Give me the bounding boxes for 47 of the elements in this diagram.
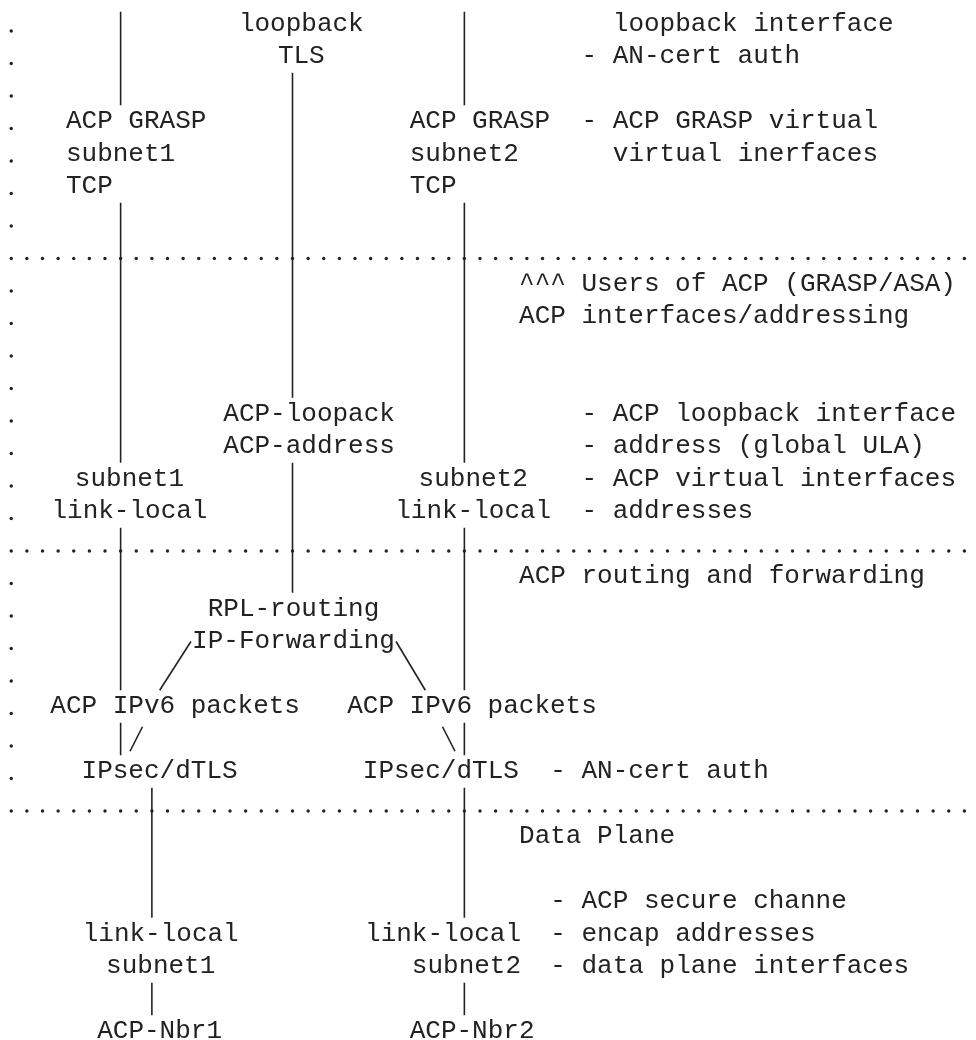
connector-line	[463, 201, 466, 464]
annotation-text: loopback interface	[612, 7, 894, 41]
annotation-text: - ACP secure channe	[550, 885, 847, 918]
node-text: ACP IPv6 packets	[347, 690, 600, 723]
annotation-text: ACP interfaces/addressing	[519, 300, 910, 333]
connector-line	[463, 10, 466, 107]
node-text: ACP IPv6 packets	[50, 690, 303, 723]
connector-line	[151, 981, 153, 1017]
connector-line	[463, 526, 466, 692]
connector-line	[463, 786, 466, 919]
annotation-text: ^^^ Users of ACP (GRASP/ASA)	[519, 267, 956, 301]
node-text: link-local subnet1	[81, 917, 240, 983]
annotation-text: - ACP GRASP virtual	[581, 105, 878, 138]
annotation-text: ACP routing and forwarding	[519, 560, 925, 593]
connector-line	[291, 461, 294, 594]
connector-line	[119, 526, 122, 692]
connector-line	[463, 981, 466, 1017]
connector-line	[291, 71, 294, 399]
node-text: IPsec/dTLS	[362, 755, 522, 788]
node-text: subnet1 link-local	[50, 462, 209, 528]
node-text: RPL-routing IP-Forwarding	[190, 592, 397, 658]
connector-line	[395, 640, 427, 692]
node-text: ACP-Nbr2	[409, 1015, 537, 1040]
annotation-text: - AN-cert auth	[581, 40, 800, 73]
node-text: ACP GRASP subnet1 TCP	[65, 105, 209, 203]
node-text: subnet2 link-local	[394, 462, 553, 528]
annotation-text: virtual inerfaces	[612, 137, 879, 171]
connector-line	[441, 721, 466, 757]
annotation-text: Data Plane	[519, 820, 676, 853]
annotation-text: - ACP virtual interfaces	[581, 462, 957, 496]
node-text: loopback TLS	[237, 7, 365, 73]
annotation-text: - data plane interfaces	[550, 950, 910, 983]
connector-line	[119, 721, 144, 757]
node-text: ACP GRASP subnet2 TCP	[409, 105, 553, 203]
annotation-text: - AN-cert auth	[550, 755, 769, 788]
connector-line	[151, 786, 153, 919]
node-text: link-local subnet2	[362, 917, 522, 983]
annotation-text: - ACP loopback interface	[581, 397, 957, 431]
annotation-text: - address (global ULA)	[581, 430, 925, 463]
connector-line	[158, 640, 192, 692]
node-text: ACP-Nbr1	[97, 1015, 225, 1040]
node-text: ACP-loopack ACP-address	[222, 397, 397, 463]
connector-line	[119, 10, 122, 107]
node-text: IPsec/dTLS	[81, 755, 240, 788]
annotation-text: - addresses	[581, 495, 754, 528]
connector-line	[119, 201, 122, 464]
annotation-text: - encap addresses	[550, 917, 816, 951]
